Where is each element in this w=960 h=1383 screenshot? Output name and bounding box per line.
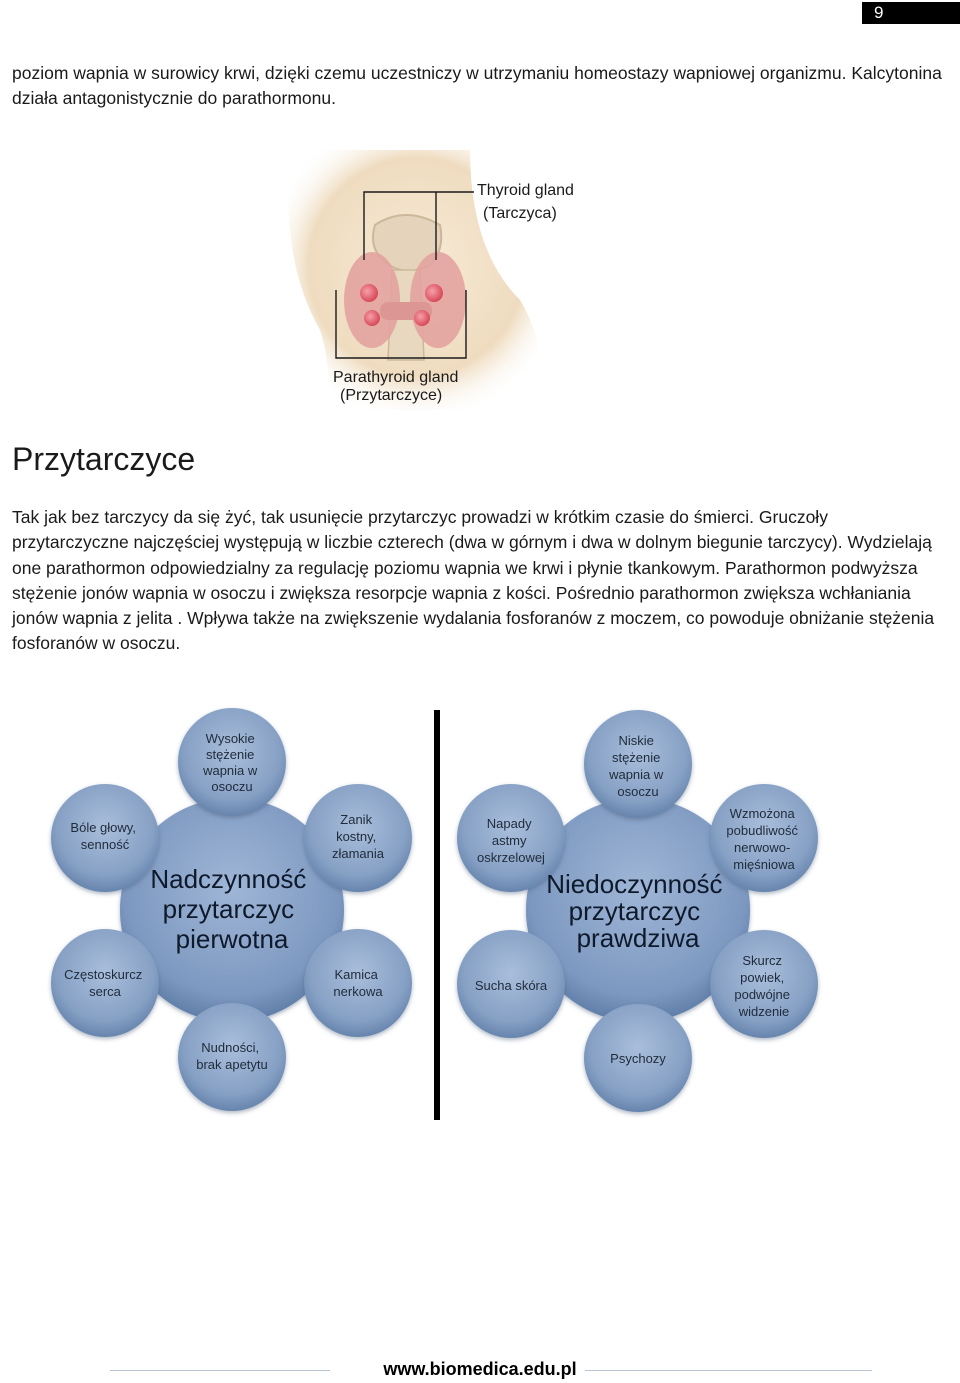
hypo-top-circle (584, 710, 692, 818)
hypo-top-left-label: Napady astmy oskrzelowej (477, 816, 545, 865)
hyper-top-left-label: Bóle głowy, senność (70, 820, 139, 852)
hyper-center-circle (120, 798, 344, 1022)
parathyroid-lower-left (364, 310, 380, 326)
hyper-top-label: Wysokie stężenie wapnia w osoczu (202, 731, 261, 794)
diagram-divider (434, 710, 440, 1120)
hyper-bottom-right-label: Kamica nerkowa (333, 967, 383, 999)
hyper-bottom-label: Nudności, brak apetytu (196, 1040, 268, 1072)
hyper-top-left-circle (51, 784, 159, 892)
hypo-bottom-label: Psychozy (610, 1051, 666, 1066)
parathyroid-upper-left (360, 284, 378, 302)
hypo-bottom-circle (584, 1004, 692, 1112)
hyper-bottom-left-circle (51, 929, 159, 1037)
footer: www.biomedica.edu.pl (0, 1359, 960, 1380)
footer-line-left (110, 1370, 330, 1371)
hyper-top-circle (178, 708, 286, 816)
hypo-top-left-circle (457, 784, 565, 892)
parathyroid-upper-right (425, 284, 443, 302)
hypo-top-right-label: Wzmożona pobudliwość nerwowo- mięśniowa (726, 806, 801, 872)
diagram-hyperparathyroidism: Nadczynność przytarczyc pierwotna Wysoki… (51, 708, 412, 1111)
parathyroid-leader-line (335, 290, 467, 359)
hypo-bottom-right-label: Skurcz powiek, podwójne widzenie (734, 953, 793, 1019)
hyper-bottom-circle (178, 1003, 286, 1111)
thyroid-leader-line (363, 191, 474, 260)
thyroid-label-pl: (Tarczyca) (483, 205, 557, 222)
footer-line-right (548, 1370, 872, 1371)
section-heading: Przytarczyce (12, 441, 196, 477)
hypo-center-circle (526, 798, 750, 1022)
parathyroid-label: Parathyroid gland (333, 369, 458, 386)
hypo-top-label: Niskie stężenie wapnia w osoczu (608, 733, 667, 799)
hyper-center-label: Nadczynność przytarczyc pierwotna (150, 864, 313, 954)
body-paragraph: Tak jak bez tarczycy da się żyć, tak usu… (12, 507, 935, 654)
hypo-bottom-left-circle (457, 930, 565, 1038)
hypo-bottom-left-label: Sucha skóra (475, 978, 548, 993)
thyroid-label: Thyroid gland (477, 182, 574, 199)
parathyroid-label-pl: (Przytarczyce) (340, 387, 442, 404)
intro-paragraph: poziom wapnia w surowicy krwi, dzięki cz… (12, 63, 942, 109)
hyper-top-right-label: Zanik kostny, złamania (332, 812, 385, 861)
parathyroid-lower-right (414, 310, 430, 326)
page-number: 9 (862, 2, 960, 24)
thyroid-illustration: Thyroid gland (Tarczyca) Parathyroid gla… (288, 150, 574, 410)
hyper-top-right-circle (304, 784, 412, 892)
footer-link[interactable]: www.biomedica.edu.pl (375, 1359, 585, 1379)
hyper-bottom-left-label: Częstoskurcz serca (64, 967, 146, 999)
hypo-bottom-right-circle (710, 930, 818, 1038)
hyper-bottom-right-circle (304, 929, 412, 1037)
hypo-center-label: Niedoczynność przytarczyc prawdziwa (546, 869, 730, 953)
diagram-hypoparathyroidism: Niedoczynność przytarczyc prawdziwa Nisk… (457, 710, 818, 1112)
hypo-top-right-circle (710, 784, 818, 892)
